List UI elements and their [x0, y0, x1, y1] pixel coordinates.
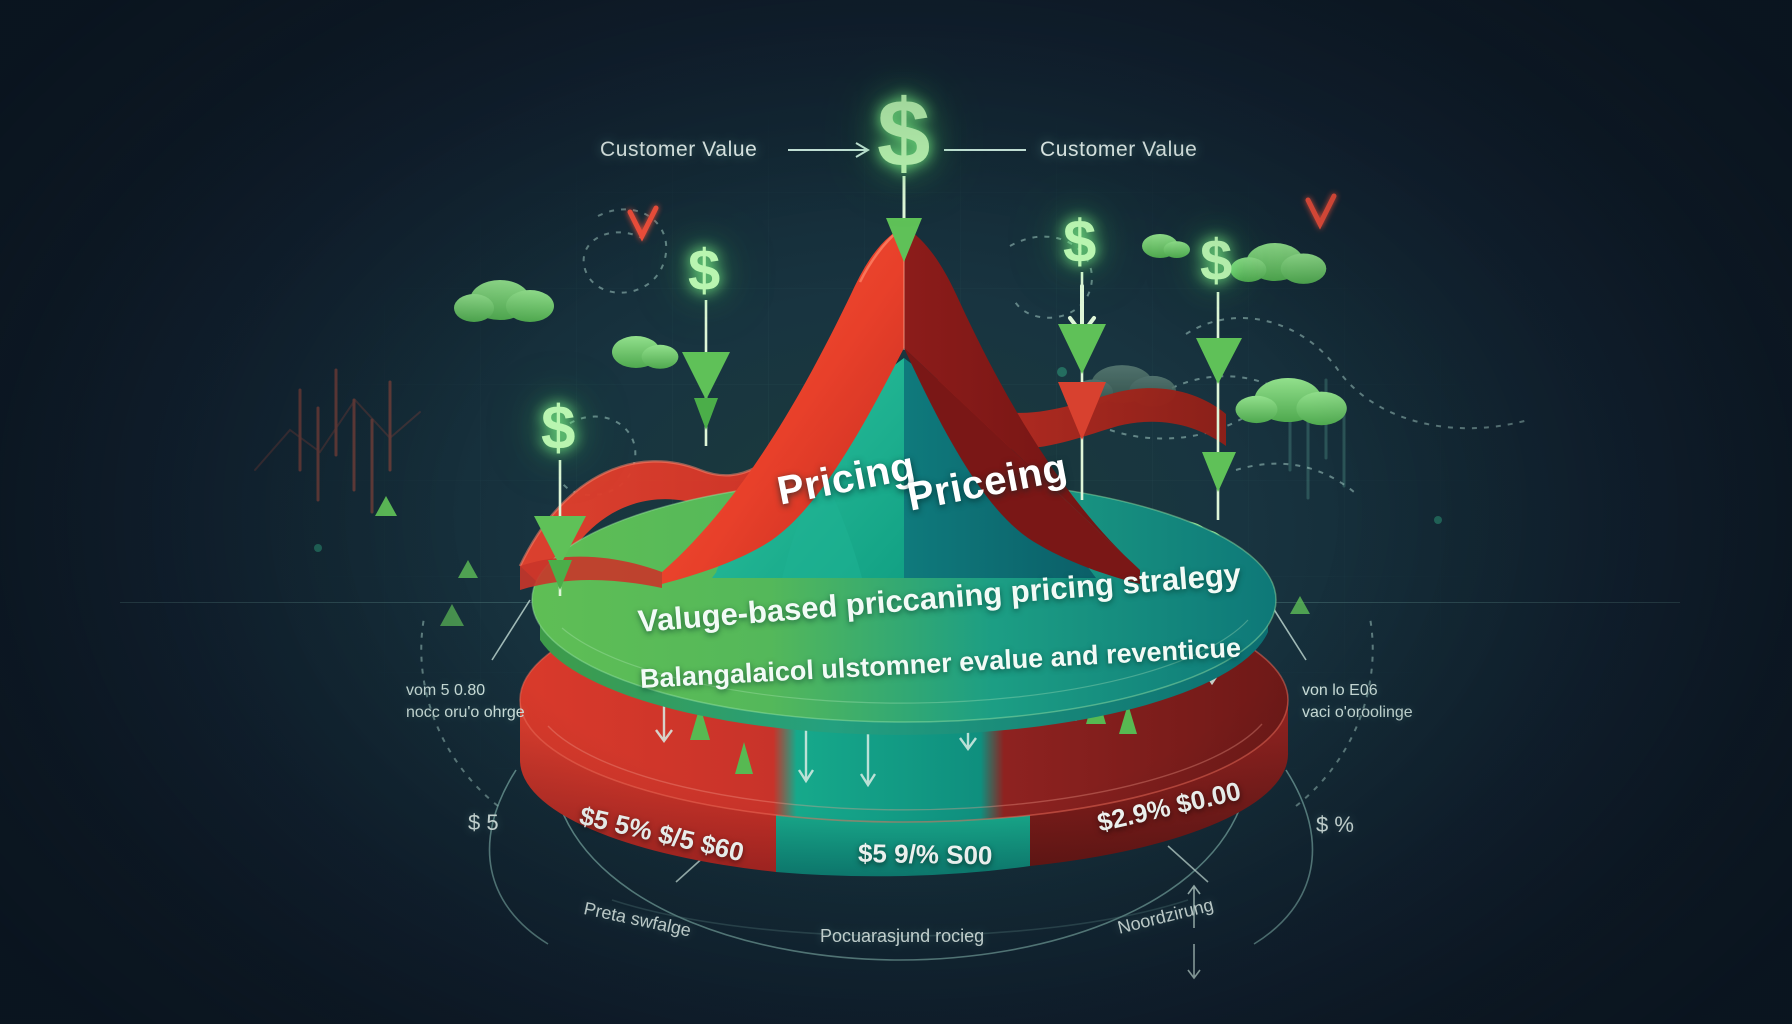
- right-inner-dollar-arrow: [1058, 272, 1106, 500]
- customer-value-connectors: [788, 142, 1026, 158]
- left-outer-dollar-arrow: [534, 460, 586, 596]
- center-dollar-arrow: [886, 176, 922, 262]
- right-outer-dollar-arrow: [1196, 292, 1242, 520]
- left-inner-dollar-arrow: [682, 300, 730, 446]
